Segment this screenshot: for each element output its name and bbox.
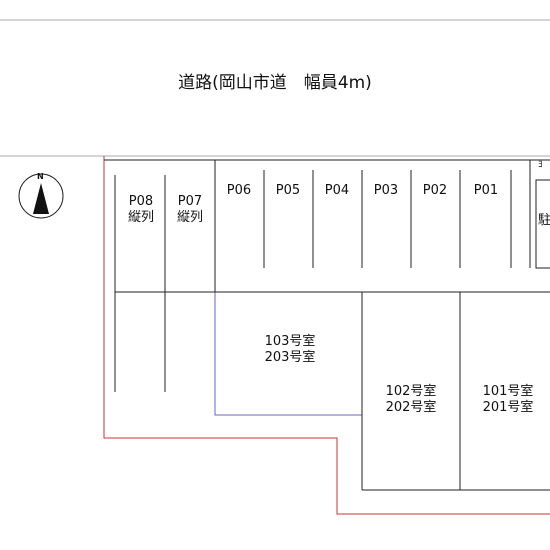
room-label-first: 101号室 — [482, 384, 534, 399]
parking-id: P04 — [324, 183, 350, 198]
edge-fragment-side: 駐 — [538, 213, 550, 228]
parking-id: P05 — [275, 183, 301, 198]
parking-id: P02 — [422, 183, 448, 198]
room-101-201: 101号室 201号室 — [468, 384, 548, 416]
side-box — [535, 179, 550, 269]
parking-space-p07: P07 縦列 — [171, 194, 209, 226]
parking-id: P06 — [226, 183, 252, 198]
room-label-second: 202号室 — [385, 400, 437, 415]
room-102-202: 102号室 202号室 — [369, 384, 453, 416]
parking-space-p05: P05 — [269, 183, 307, 199]
parking-id: P01 — [473, 183, 499, 198]
parking-space-p02: P02 — [416, 183, 454, 199]
parking-space-p04: P04 — [318, 183, 356, 199]
north-letter: N — [37, 172, 44, 181]
parking-space-p06: P06 — [220, 183, 258, 199]
parking-id: P08 — [128, 194, 154, 209]
room-label-first: 102号室 — [385, 384, 437, 399]
room-label-second: 201号室 — [482, 400, 534, 415]
room-label-second: 203号室 — [264, 350, 316, 365]
parking-space-p03: P03 — [367, 183, 405, 199]
room-label-first: 103号室 — [264, 334, 316, 349]
room-103-203: 103号室 203号室 — [248, 334, 332, 366]
property-boundary — [103, 156, 550, 515]
parking-space-p08: P08 縦列 — [122, 194, 160, 226]
building-outline — [214, 292, 362, 416]
parking-note: 縦列 — [176, 210, 203, 225]
parking-note: 縦列 — [127, 210, 154, 225]
parking-id: P03 — [373, 183, 399, 198]
road-label: 道路(岡山市道 幅員4m) — [178, 73, 372, 93]
parking-space-p01: P01 — [466, 183, 506, 199]
parking-id: P07 — [177, 194, 203, 209]
edge-fragment-top: ﾖ — [538, 160, 543, 170]
north-arrow-icon — [18, 173, 64, 219]
